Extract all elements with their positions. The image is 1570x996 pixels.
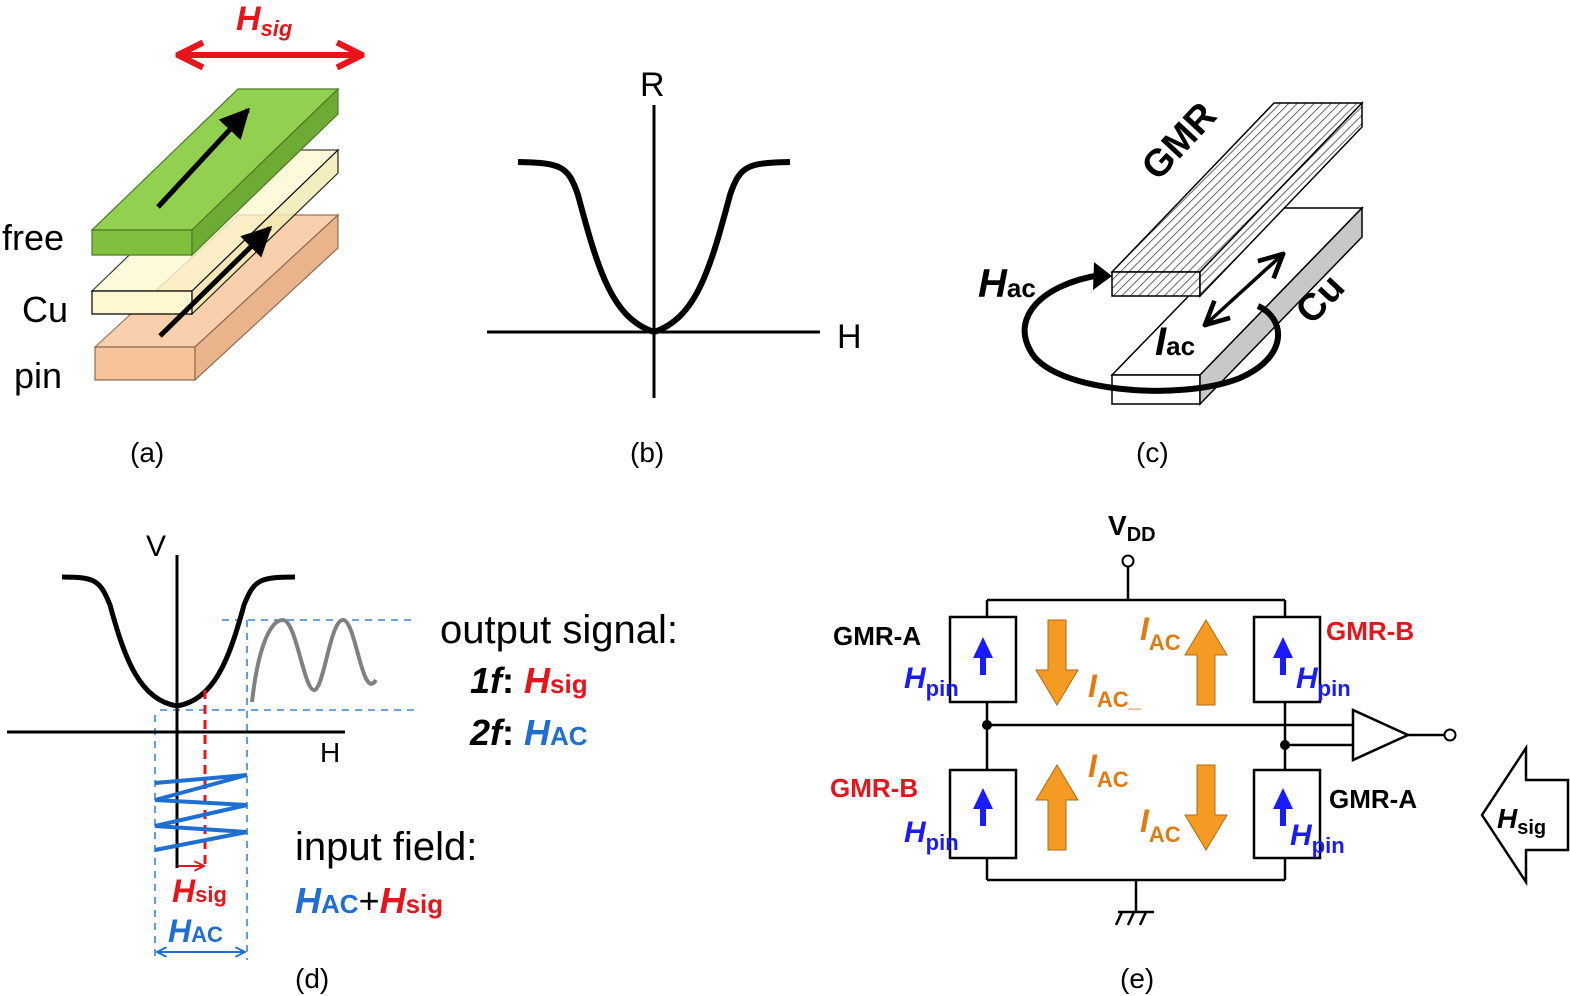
svg-text:IAC: IAC [1140, 803, 1181, 847]
output-terminal [1443, 728, 1457, 742]
panel-d: V H Hsig HAC output signal: 1f:Hsig 2f:H… [7, 530, 678, 994]
caption-b: (b) [630, 437, 664, 468]
hsig-block-label: Hsig [1497, 803, 1546, 839]
vdd-label: VDD [1108, 510, 1156, 546]
svg-text:Hpin: Hpin [1290, 819, 1345, 858]
pin-magnetization-arrow [158, 225, 273, 338]
layer-label-pin: pin [14, 355, 62, 396]
junction-right [1280, 740, 1290, 750]
input-field-title: input field: [295, 825, 477, 869]
label-gmr-a-top: GMR-A [833, 621, 921, 651]
iac-double-arrow [1205, 254, 1283, 325]
caption-a: (a) [130, 437, 164, 468]
panel-a: Hsig free Cu pin (a) [2, 0, 362, 468]
caption-d: (d) [295, 963, 329, 994]
hac-loop-arrowhead [1093, 262, 1112, 290]
input-ac-waveform [154, 773, 248, 852]
hac-small-label: HAC [168, 913, 223, 949]
axis-label-r: R [640, 66, 665, 104]
panel-c: GMR Cu Hac Iac (c) [978, 95, 1364, 468]
layer-label-cu: Cu [22, 289, 68, 330]
svg-text:Hpin: Hpin [904, 662, 959, 701]
free-layer [90, 87, 340, 257]
svg-text:IAC: IAC [1088, 748, 1129, 792]
amplifier-symbol [1351, 708, 1412, 762]
hac-label: Hac [978, 262, 1036, 306]
panel-b: R H (b) [487, 66, 862, 468]
output-line-2f: 2f:HAC [469, 712, 588, 753]
voltage-curve [61, 574, 296, 709]
label-gmr-b-top: GMR-B [1326, 616, 1414, 646]
hsig-block-arrow [1480, 743, 1570, 887]
output-line-1f: 1f:Hsig [470, 660, 588, 701]
guide-lines [154, 619, 415, 960]
input-field-expression: HAC+Hsig [295, 880, 443, 921]
vdd-terminal [1121, 554, 1135, 568]
iac-label: Iac [1155, 320, 1195, 364]
label-gmr-b-bottom: GMR-B [830, 773, 918, 803]
axis-label-v: V [146, 530, 166, 563]
hpin-labels: Hpin Hpin Hpin Hpin [904, 662, 1351, 858]
svg-text:IAC: IAC [1140, 611, 1181, 655]
label-gmr-a-bottom: GMR-A [1329, 784, 1417, 814]
axis-label-h-d: H [320, 737, 340, 768]
bridge-wires [985, 567, 1444, 926]
iac-labels: IAC IAC_ IAC IAC [1088, 611, 1181, 847]
resistor-bottom-right [1252, 768, 1322, 860]
caption-c: (c) [1136, 437, 1169, 468]
layer-label-free: free [2, 217, 64, 258]
current-arrows [1035, 619, 1228, 851]
pin-arrows [973, 637, 1293, 826]
hsig-small-label: Hsig [172, 873, 227, 909]
panel-a-field-label: Hsig [236, 0, 293, 41]
output-signal-title: output signal: [440, 608, 678, 652]
svg-text:Hpin: Hpin [904, 816, 959, 855]
junction-left [982, 720, 992, 730]
axis-label-h: H [837, 318, 862, 356]
hac-loop [1021, 272, 1281, 394]
resistance-curve [517, 159, 791, 336]
panel-e: VDD GMR-A GMR-B GMR-B GMR-A Hpin Hpin Hp… [830, 510, 1570, 994]
svg-text:IAC_: IAC_ [1088, 668, 1142, 712]
svg-text:Hpin: Hpin [1296, 662, 1351, 701]
resistor-top-right [1252, 615, 1322, 704]
caption-e: (e) [1120, 963, 1154, 994]
free-magnetization-arrow [156, 107, 251, 209]
output-waveform [250, 617, 378, 703]
gmr-strip [1110, 101, 1364, 298]
